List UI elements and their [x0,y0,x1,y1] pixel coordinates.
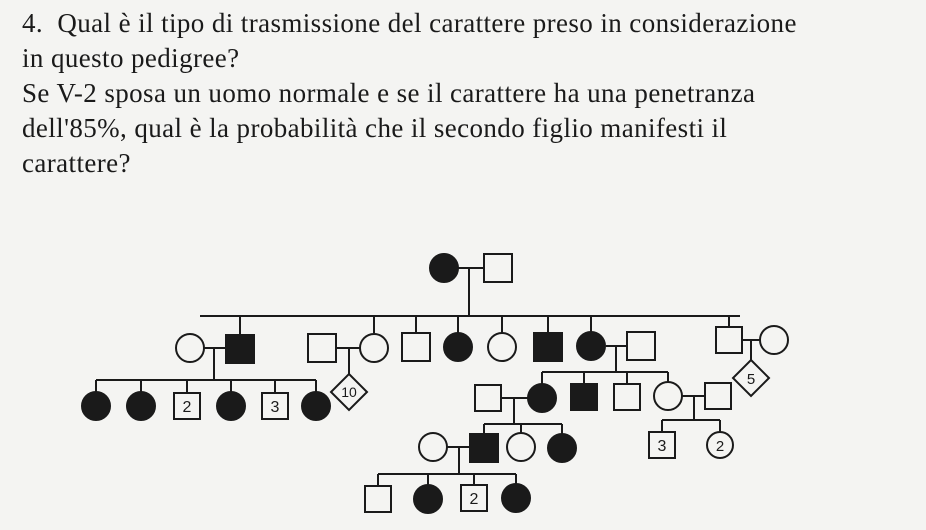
gen2-affected-male [225,334,255,364]
gen4-normal-female [506,432,536,462]
gen4-affected-female [547,433,577,463]
gen3-normal-male-spouse [474,384,502,412]
svg-text:3: 3 [271,399,280,416]
gen3-normal-male-spouse [704,382,732,410]
gen3-diamond-10: 10 [329,372,369,412]
gen5-affected-female [501,483,531,513]
gen3-normal-male [613,383,641,411]
gen2-normal-male-spouse [626,331,656,361]
svg-text:10: 10 [341,384,357,400]
gen2-normal-male [715,326,743,354]
gen3-affected-female [126,391,156,421]
gen1-normal-male [483,253,513,283]
question-number: 4. [22,8,44,38]
gen2-affected-female [576,331,606,361]
question-line-5: carattere? [22,148,131,178]
question-line-3: Se V-2 sposa un uomo normale e se il car… [22,78,756,108]
gen3-affected-female [216,391,246,421]
pedigree-lines [95,267,760,485]
svg-text:3: 3 [658,438,667,455]
question-line-4: dell'85%, qual è la probabilità che il s… [22,113,728,143]
gen3-affected-female [301,391,331,421]
gen3-affected-female [527,383,557,413]
gen5-normal-male [364,485,392,513]
svg-text:5: 5 [747,371,755,388]
gen5-normal-males-2: 2 [460,484,488,512]
gen4-normal-females-2: 2 [706,431,734,459]
gen3-diamond-5: 5 [731,358,771,398]
gen1-affected-female [429,253,459,283]
gen2-normal-female [359,333,389,363]
gen3-normal-males-2: 2 [173,392,201,420]
gen2-affected-male [533,332,563,362]
question-text: 4. Qual è il tipo di trasmissione del ca… [22,6,917,181]
gen2-normal-male [401,332,431,362]
gen2-affected-female [443,332,473,362]
question-line-2: in questo pedigree? [22,43,240,73]
gen2-normal-male-spouse [307,333,337,363]
svg-text:2: 2 [183,399,192,416]
question-line-1: 4. Qual è il tipo di trasmissione del ca… [22,8,797,38]
gen2-normal-female-spouse [759,325,789,355]
gen2-normal-female [487,332,517,362]
gen2-normal-female-spouse [175,333,205,363]
gen4-normal-males-3: 3 [648,431,676,459]
gen3-normal-female [653,381,683,411]
gen4-normal-female-spouse [418,432,448,462]
svg-text:2: 2 [470,491,479,508]
gen4-affected-male [469,433,499,463]
gen3-normal-males-3: 3 [261,392,289,420]
gen3-affected-male [570,383,598,411]
svg-text:2: 2 [716,438,724,455]
gen3-affected-female [81,391,111,421]
gen5-affected-female [413,484,443,514]
